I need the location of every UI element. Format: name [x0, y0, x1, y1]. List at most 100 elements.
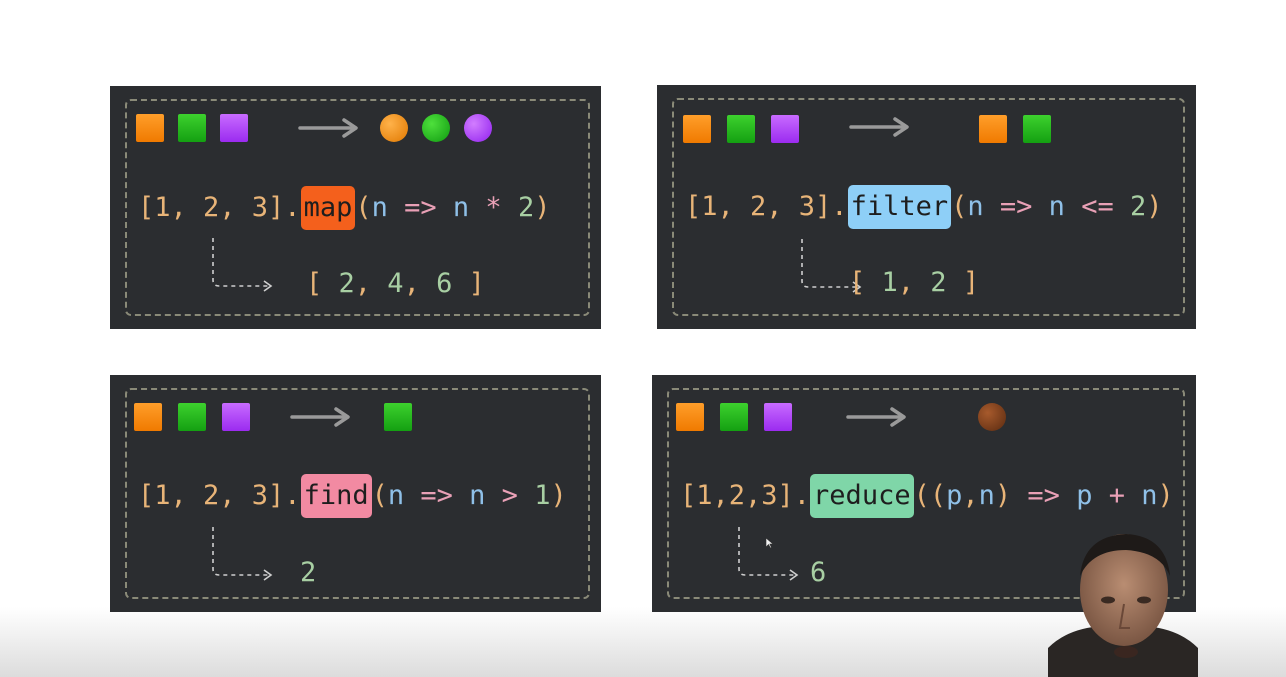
number: 1 — [534, 480, 551, 511]
array-literal: [1, 2, 3]. — [685, 191, 848, 222]
orange-square-icon — [134, 403, 162, 431]
map-card-border — [125, 99, 590, 316]
reduce-card: [1,2,3].reduce((p,n) => p + n) 6 — [652, 375, 1196, 612]
param: p — [946, 480, 963, 511]
purple-square-icon — [764, 403, 792, 431]
map-card: [1, 2, 3].map(n => n * 2) [ 2, 4, 6 ] — [110, 86, 601, 329]
find-icon-row — [134, 403, 627, 431]
dashed-return-arrow-icon — [212, 527, 273, 581]
arrow-op: => — [404, 480, 470, 511]
filter-result: [ 1, 2 ] — [849, 267, 979, 298]
brown-circle-icon — [978, 403, 1006, 431]
map-result: [ 2, 4, 6 ] — [306, 268, 485, 299]
orange-square-icon — [676, 403, 704, 431]
arrow-op: => — [983, 191, 1049, 222]
right-arrow-icon — [846, 407, 906, 427]
array-literal: [1,2,3]. — [680, 480, 811, 511]
param: n — [1141, 480, 1158, 511]
orange-circle-icon — [380, 114, 408, 142]
green-square-icon — [720, 403, 748, 431]
param: n — [371, 192, 388, 223]
number: 2 — [338, 268, 355, 299]
param: n — [1048, 191, 1065, 222]
find-method: find — [300, 474, 372, 518]
purple-square-icon — [222, 403, 250, 431]
green-square-icon — [178, 114, 206, 142]
presenter-webcam-image — [1048, 534, 1198, 677]
green-square-icon — [1023, 115, 1051, 143]
arrow-op: => — [1011, 480, 1077, 511]
operator: > — [485, 480, 535, 511]
comma: , — [354, 268, 388, 299]
orange-square-icon — [979, 115, 1007, 143]
param: p — [1076, 480, 1093, 511]
green-circle-icon — [422, 114, 450, 142]
right-arrow-icon — [849, 117, 909, 137]
paren: ) — [550, 480, 567, 511]
param: n — [387, 480, 405, 511]
comma: , — [897, 267, 931, 298]
dashed-return-arrow-icon — [801, 239, 862, 293]
number: 2 — [1129, 191, 1147, 222]
param: n — [978, 480, 995, 511]
reduce-icon-row — [676, 403, 1222, 431]
right-arrow-icon — [290, 407, 350, 427]
paren: ) — [1157, 480, 1174, 511]
reduce-code-line: [1,2,3].reduce((p,n) => p + n) — [680, 474, 1174, 518]
comma: , — [962, 480, 979, 511]
param: n — [452, 192, 470, 223]
purple-square-icon — [220, 114, 248, 142]
map-icon-row — [136, 114, 627, 142]
number: 6 — [810, 557, 827, 588]
map-method: map — [300, 186, 356, 230]
right-arrow-icon — [298, 118, 358, 138]
filter-card-border — [672, 98, 1185, 316]
array-literal: [1, 2, 3]. — [138, 192, 301, 223]
green-square-icon — [727, 115, 755, 143]
filter-code-line: [1, 2, 3].filter(n => n <= 2) — [685, 185, 1163, 229]
operator: * — [469, 192, 518, 223]
mouse-cursor-icon — [766, 538, 774, 548]
number: 6 — [436, 268, 453, 299]
number: 4 — [387, 268, 404, 299]
reduce-result: 6 — [810, 557, 826, 588]
filter-card: [1, 2, 3].filter(n => n <= 2) [ 1, 2 ] — [657, 85, 1196, 329]
find-code-line: [1, 2, 3].find(n => n > 1) — [138, 474, 567, 518]
paren: ) — [994, 480, 1012, 511]
dashed-return-arrow-icon — [212, 238, 273, 292]
green-square-icon — [178, 403, 206, 431]
paren: ) — [1146, 191, 1163, 222]
paren: ( — [951, 191, 968, 222]
bracket: [ — [306, 268, 339, 299]
green-square-icon — [384, 403, 412, 431]
comma: , — [403, 268, 437, 299]
purple-circle-icon — [464, 114, 492, 142]
filter-method: filter — [847, 185, 952, 229]
orange-square-icon — [136, 114, 164, 142]
bracket: [ — [849, 267, 882, 298]
find-card: [1, 2, 3].find(n => n > 1) 2 — [110, 375, 601, 612]
reduce-method: reduce — [810, 474, 914, 518]
find-result: 2 — [300, 557, 316, 588]
number: 2 — [300, 557, 317, 588]
bracket: ] — [452, 268, 485, 299]
bracket: ] — [946, 267, 980, 298]
param: n — [967, 191, 984, 222]
reduce-card-border — [667, 388, 1185, 599]
filter-icon-row — [683, 113, 1222, 143]
map-code-line: [1, 2, 3].map(n => n * 2) — [138, 186, 550, 230]
paren: ( — [371, 480, 388, 511]
number: 2 — [930, 267, 947, 298]
arrow-op: => — [387, 192, 453, 223]
find-card-border — [125, 388, 590, 599]
operator: <= — [1064, 191, 1130, 222]
purple-square-icon — [771, 115, 799, 143]
param: n — [469, 480, 486, 511]
orange-square-icon — [683, 115, 711, 143]
paren: ) — [534, 192, 551, 223]
dashed-return-arrow-icon — [738, 527, 799, 581]
paren: (( — [913, 480, 947, 511]
paren: ( — [355, 192, 372, 223]
operator: + — [1092, 480, 1142, 511]
array-literal: [1, 2, 3]. — [138, 480, 301, 511]
